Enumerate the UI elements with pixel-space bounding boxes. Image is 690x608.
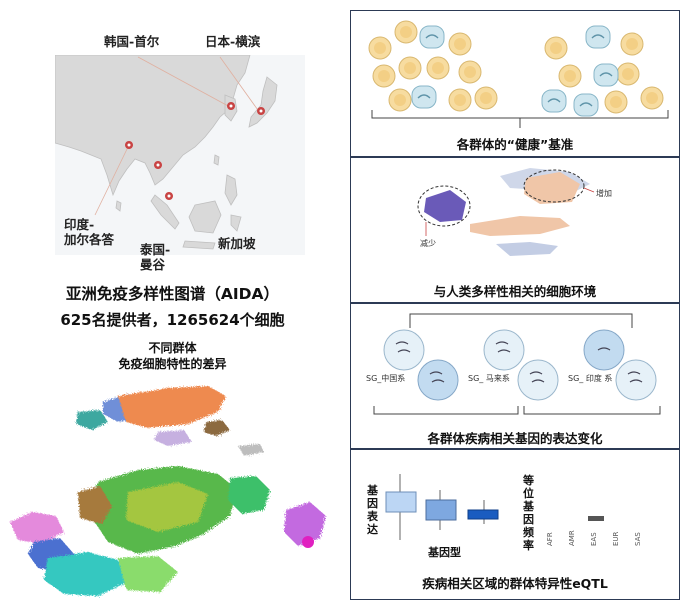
umap-cluster-pink — [10, 512, 64, 544]
eqtl-freq-bars — [588, 516, 604, 521]
asia-map — [55, 55, 305, 255]
umap-cluster-yellowgreen — [126, 482, 208, 532]
cell-pair-malay — [483, 329, 559, 401]
label-gene-expression: 基因表达 — [367, 484, 378, 536]
label-sg-india: SG_ 印度 系 — [568, 374, 613, 383]
panel2-umap — [417, 168, 595, 256]
cell-pair-india — [583, 329, 657, 401]
atlas-subtitle: 625名提供者，1265624个细胞 — [60, 311, 285, 329]
label-genotype: 基因型 — [428, 546, 461, 559]
label-india-line1: 印度- — [64, 217, 95, 232]
label-seoul: 韩国-首尔 — [104, 34, 160, 49]
umap-cluster-brown-mid — [78, 486, 112, 524]
atlas-title: 亚洲免疫多样性图谱（AIDA） — [65, 285, 280, 303]
leader-line-seoul — [137, 56, 231, 108]
taiwan-landmass — [213, 154, 220, 166]
eqtl-boxplot — [385, 474, 499, 540]
label-india-line2: 加尔各答 — [64, 232, 115, 247]
leader-line-india — [94, 146, 129, 216]
label-singapore: 新加坡 — [218, 236, 256, 251]
label-thailand-line2: 曼谷 — [140, 257, 166, 272]
leader-line-yokohama — [219, 56, 261, 114]
env-blob-increase — [524, 172, 580, 204]
borneo-landmass — [188, 200, 222, 234]
umap-plot — [10, 386, 326, 596]
env-blob-mid — [470, 216, 570, 236]
panel-divider-2 — [350, 302, 680, 304]
sumatra-landmass — [150, 194, 180, 230]
label-yokohama: 日本-横滨 — [205, 34, 261, 49]
label-india: 印度- 加尔各答 — [64, 217, 114, 247]
freq-bar-eas — [588, 516, 604, 521]
umap-cluster-green-right — [228, 476, 270, 514]
umap-cluster-magenta-dot — [302, 536, 314, 548]
label-decrease: 减少 — [420, 239, 436, 248]
atlas-note-line1: 不同群体 — [148, 341, 197, 355]
label-sg-malay: SG_ 马来系 — [468, 374, 510, 383]
panel3-diagram — [373, 313, 661, 415]
pin-singapore-icon — [165, 192, 174, 207]
label-increase: 增加 — [596, 189, 612, 198]
philippines-landmass — [224, 174, 238, 206]
label-thailand-line1: 泰国- — [140, 242, 171, 257]
atlas-note: 不同群体 免疫细胞特性的差异 — [0, 340, 345, 372]
umap-cluster-lavender — [154, 430, 192, 446]
pop-sas: SAS — [634, 532, 642, 546]
pin-seoul-icon — [227, 102, 236, 117]
umap-cluster-lightgreen — [118, 556, 178, 592]
srilanka-landmass — [115, 200, 122, 212]
umap-cluster-teal-small — [76, 410, 108, 430]
panel1-cells — [368, 20, 664, 117]
env-blob-bottom — [496, 242, 558, 256]
label-allele-frequency: 等位基因频率 — [523, 474, 534, 552]
panel1-bracket — [371, 110, 669, 128]
panel-divider-3 — [350, 448, 680, 450]
pop-afr: AFR — [546, 532, 554, 546]
panel-divider-1 — [350, 156, 680, 158]
pop-eur: EUR — [612, 531, 620, 546]
panel3-caption: 各群体疾病相关基因的表达变化 — [427, 431, 603, 446]
pin-bangkok-icon — [154, 161, 163, 176]
java-landmass — [182, 240, 216, 250]
label-thailand: 泰国- 曼谷 — [140, 242, 170, 272]
umap-cluster-brown-small — [204, 420, 230, 436]
atlas-note-line2: 免疫细胞特性的差异 — [118, 357, 227, 371]
umap-cluster-violet — [284, 502, 326, 546]
umap-cluster-turquoise — [44, 552, 128, 596]
panel1-caption: 各群体的“健康”基准 — [456, 137, 574, 152]
panel2-caption: 与人类多样性相关的细胞环境 — [433, 284, 597, 299]
cell-pair-china — [383, 329, 459, 401]
cell-group-left — [368, 20, 498, 112]
right-panel-frame — [350, 10, 680, 600]
cell-group-right — [541, 25, 664, 117]
pop-eas: EAS — [590, 532, 598, 546]
japan-landmass — [248, 76, 278, 128]
umap-cluster-orange-top — [118, 386, 226, 428]
pin-kolkata-icon — [125, 141, 134, 156]
panel4-caption: 疾病相关区域的群体特异性eQTL — [422, 576, 608, 591]
label-sg-china: SG_中国系 — [366, 374, 406, 383]
umap-cluster-gray-small — [238, 444, 264, 456]
sulawesi-landmass — [230, 214, 242, 232]
pop-amr: AMR — [568, 530, 576, 546]
pin-yokohama-icon — [257, 107, 266, 122]
env-blob-decrease — [424, 190, 466, 222]
